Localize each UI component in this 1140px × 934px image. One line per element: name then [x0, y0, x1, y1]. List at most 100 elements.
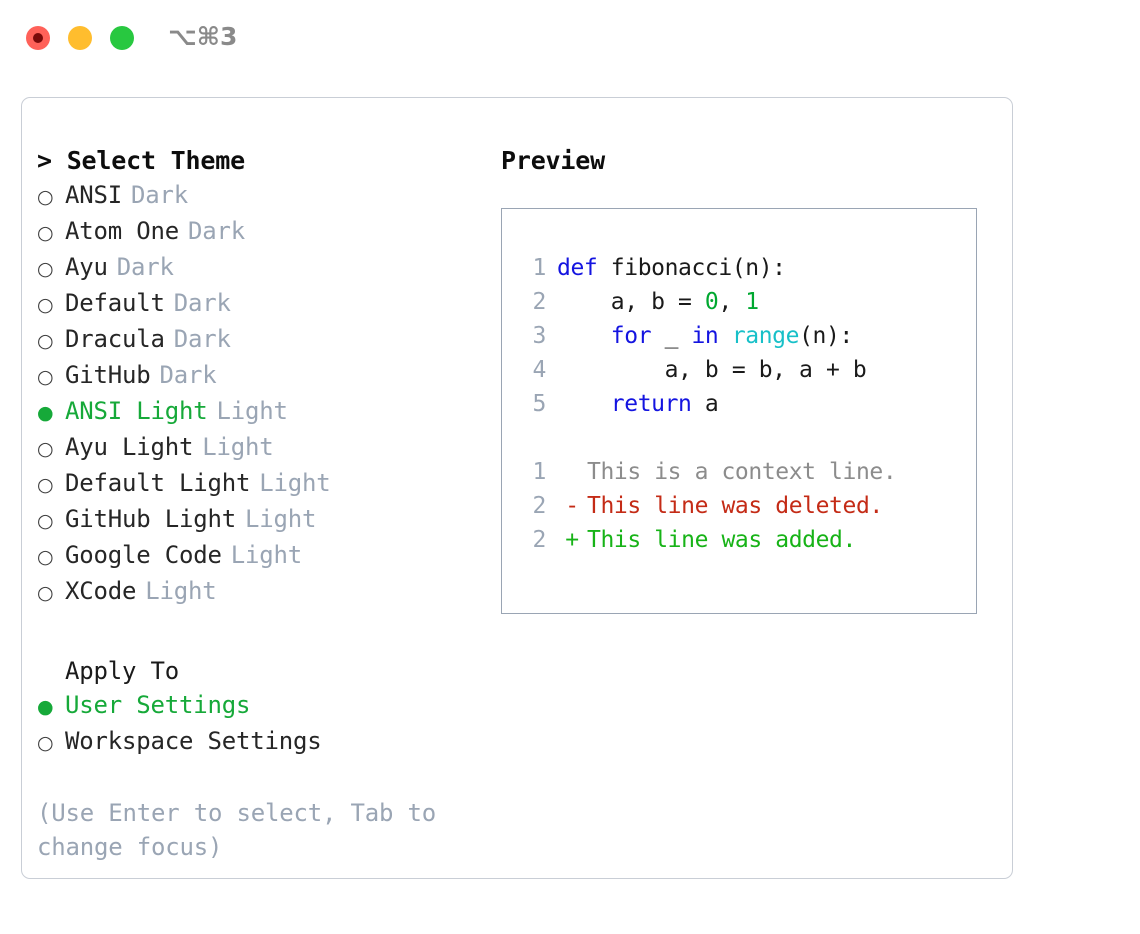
radio-unselected-icon: ○ — [37, 474, 54, 496]
theme-list-item[interactable]: ○ Dracula Dark — [37, 322, 492, 358]
code-token: 0 — [704, 289, 719, 315]
diff-line: 2 + This line was added. — [520, 523, 896, 557]
apply-to-option[interactable]: ●User Settings — [37, 688, 492, 724]
apply-to-option-label: Workspace Settings — [65, 727, 322, 755]
theme-name: Dracula — [65, 325, 165, 353]
theme-list-item[interactable]: ○ ANSI Dark — [37, 178, 492, 214]
radio-unselected-icon: ○ — [37, 294, 54, 316]
code-token — [718, 323, 731, 349]
theme-name: ANSI Light — [65, 397, 208, 425]
theme-name: GitHub Light — [65, 505, 236, 533]
diff-sample: 1 This is a context line.2-This line was… — [520, 455, 897, 557]
radio-unselected-icon: ○ — [37, 222, 54, 244]
code-token: a — [691, 391, 719, 417]
radio-selected-icon: ● — [37, 696, 54, 718]
theme-kind-label: Light — [202, 433, 274, 461]
theme-name: XCode — [65, 577, 137, 605]
radio-unselected-icon: ○ — [37, 510, 54, 532]
theme-kind-label: Light — [245, 505, 317, 533]
code-token: for — [610, 323, 652, 349]
apply-to-option[interactable]: ○ Workspace Settings — [37, 724, 492, 760]
theme-kind-label: Light — [230, 541, 302, 569]
maximize-button[interactable] — [110, 26, 134, 50]
diff-line: 1 This is a context line. — [520, 455, 897, 489]
code-token — [557, 391, 611, 417]
code-token: return — [610, 391, 692, 417]
theme-list-item[interactable]: ○ Ayu Dark — [37, 250, 492, 286]
code-token: a, b = — [557, 289, 705, 315]
line-number: 3 — [532, 323, 547, 349]
code-line: 5 return a — [520, 387, 866, 421]
theme-list-item[interactable]: ○ GitHub Light Light — [37, 502, 492, 538]
radio-unselected-icon: ○ — [37, 582, 54, 604]
code-token: _ — [651, 323, 692, 349]
diff-line-number: 2 — [532, 527, 547, 553]
diff-line-text: This line was added. — [587, 527, 856, 553]
apply-to-section: Apply To ●User Settings○Workspace Settin… — [37, 654, 492, 760]
theme-name: Atom One — [65, 217, 179, 245]
theme-kind-label: Dark — [188, 217, 245, 245]
radio-unselected-icon: ○ — [37, 258, 54, 280]
theme-name: ANSI — [65, 181, 122, 209]
diff-line-text: This is a context line. — [587, 459, 897, 485]
theme-kind-label: Dark — [173, 289, 231, 317]
code-line: 2 a, b = 0, 1 — [520, 285, 866, 319]
code-line-text: a, b = b, a + b — [557, 353, 867, 387]
radio-unselected-icon: ○ — [37, 330, 54, 352]
radio-unselected-icon: ○ — [37, 546, 54, 568]
title-bar: ⌥⌘3 — [0, 0, 1140, 78]
theme-kind-label: Dark — [173, 325, 231, 353]
line-number: 5 — [532, 391, 547, 417]
theme-name: GitHub — [65, 361, 151, 389]
code-token: 1 — [745, 289, 759, 315]
theme-list-item[interactable]: ○ GitHub Dark — [37, 358, 492, 394]
code-line-text: return a — [557, 387, 719, 421]
code-token: range — [731, 323, 800, 349]
theme-list-item[interactable]: ○ Ayu Light Light — [37, 430, 492, 466]
code-line-text: for _ in range(n): — [557, 319, 853, 353]
code-token: def — [557, 255, 611, 281]
theme-kind-label: Dark — [116, 253, 174, 281]
theme-list-item[interactable]: ○ Atom One Dark — [37, 214, 492, 250]
diff-line-text: This line was deleted. — [587, 493, 883, 519]
radio-unselected-icon: ○ — [37, 438, 54, 460]
theme-name: Ayu Light — [65, 433, 194, 461]
theme-name: Default — [65, 289, 165, 317]
code-line-text: def fibonacci(n): — [557, 251, 786, 285]
minimize-button[interactable] — [68, 26, 92, 50]
theme-list-item[interactable]: ○ Default Dark — [37, 286, 492, 322]
diff-line-number: 2 — [532, 493, 547, 519]
traffic-lights — [26, 26, 134, 50]
diff-marker — [557, 455, 587, 489]
code-line-text: a, b = 0, 1 — [557, 285, 759, 319]
code-line: 1 def fibonacci(n): — [520, 251, 866, 285]
radio-unselected-icon: ○ — [37, 186, 54, 208]
radio-unselected-icon: ○ — [37, 732, 54, 754]
code-token: (n): — [799, 323, 853, 349]
code-token: a, b = b, a + b — [557, 357, 867, 383]
close-button[interactable] — [26, 26, 50, 50]
radio-unselected-icon: ○ — [37, 366, 54, 388]
line-number: 2 — [532, 289, 547, 315]
diff-line: 2-This line was deleted. — [520, 489, 896, 523]
theme-kind-label: Dark — [131, 181, 188, 209]
theme-kind-label: Dark — [159, 361, 217, 389]
code-token — [557, 323, 611, 349]
radio-selected-icon: ● — [37, 402, 54, 424]
theme-name: Ayu — [65, 253, 108, 281]
apply-to-list[interactable]: ●User Settings ○ Workspace Settings — [37, 688, 492, 760]
line-number: 1 — [532, 255, 547, 281]
diff-marker: + — [565, 527, 579, 553]
code-token: , — [718, 289, 746, 315]
